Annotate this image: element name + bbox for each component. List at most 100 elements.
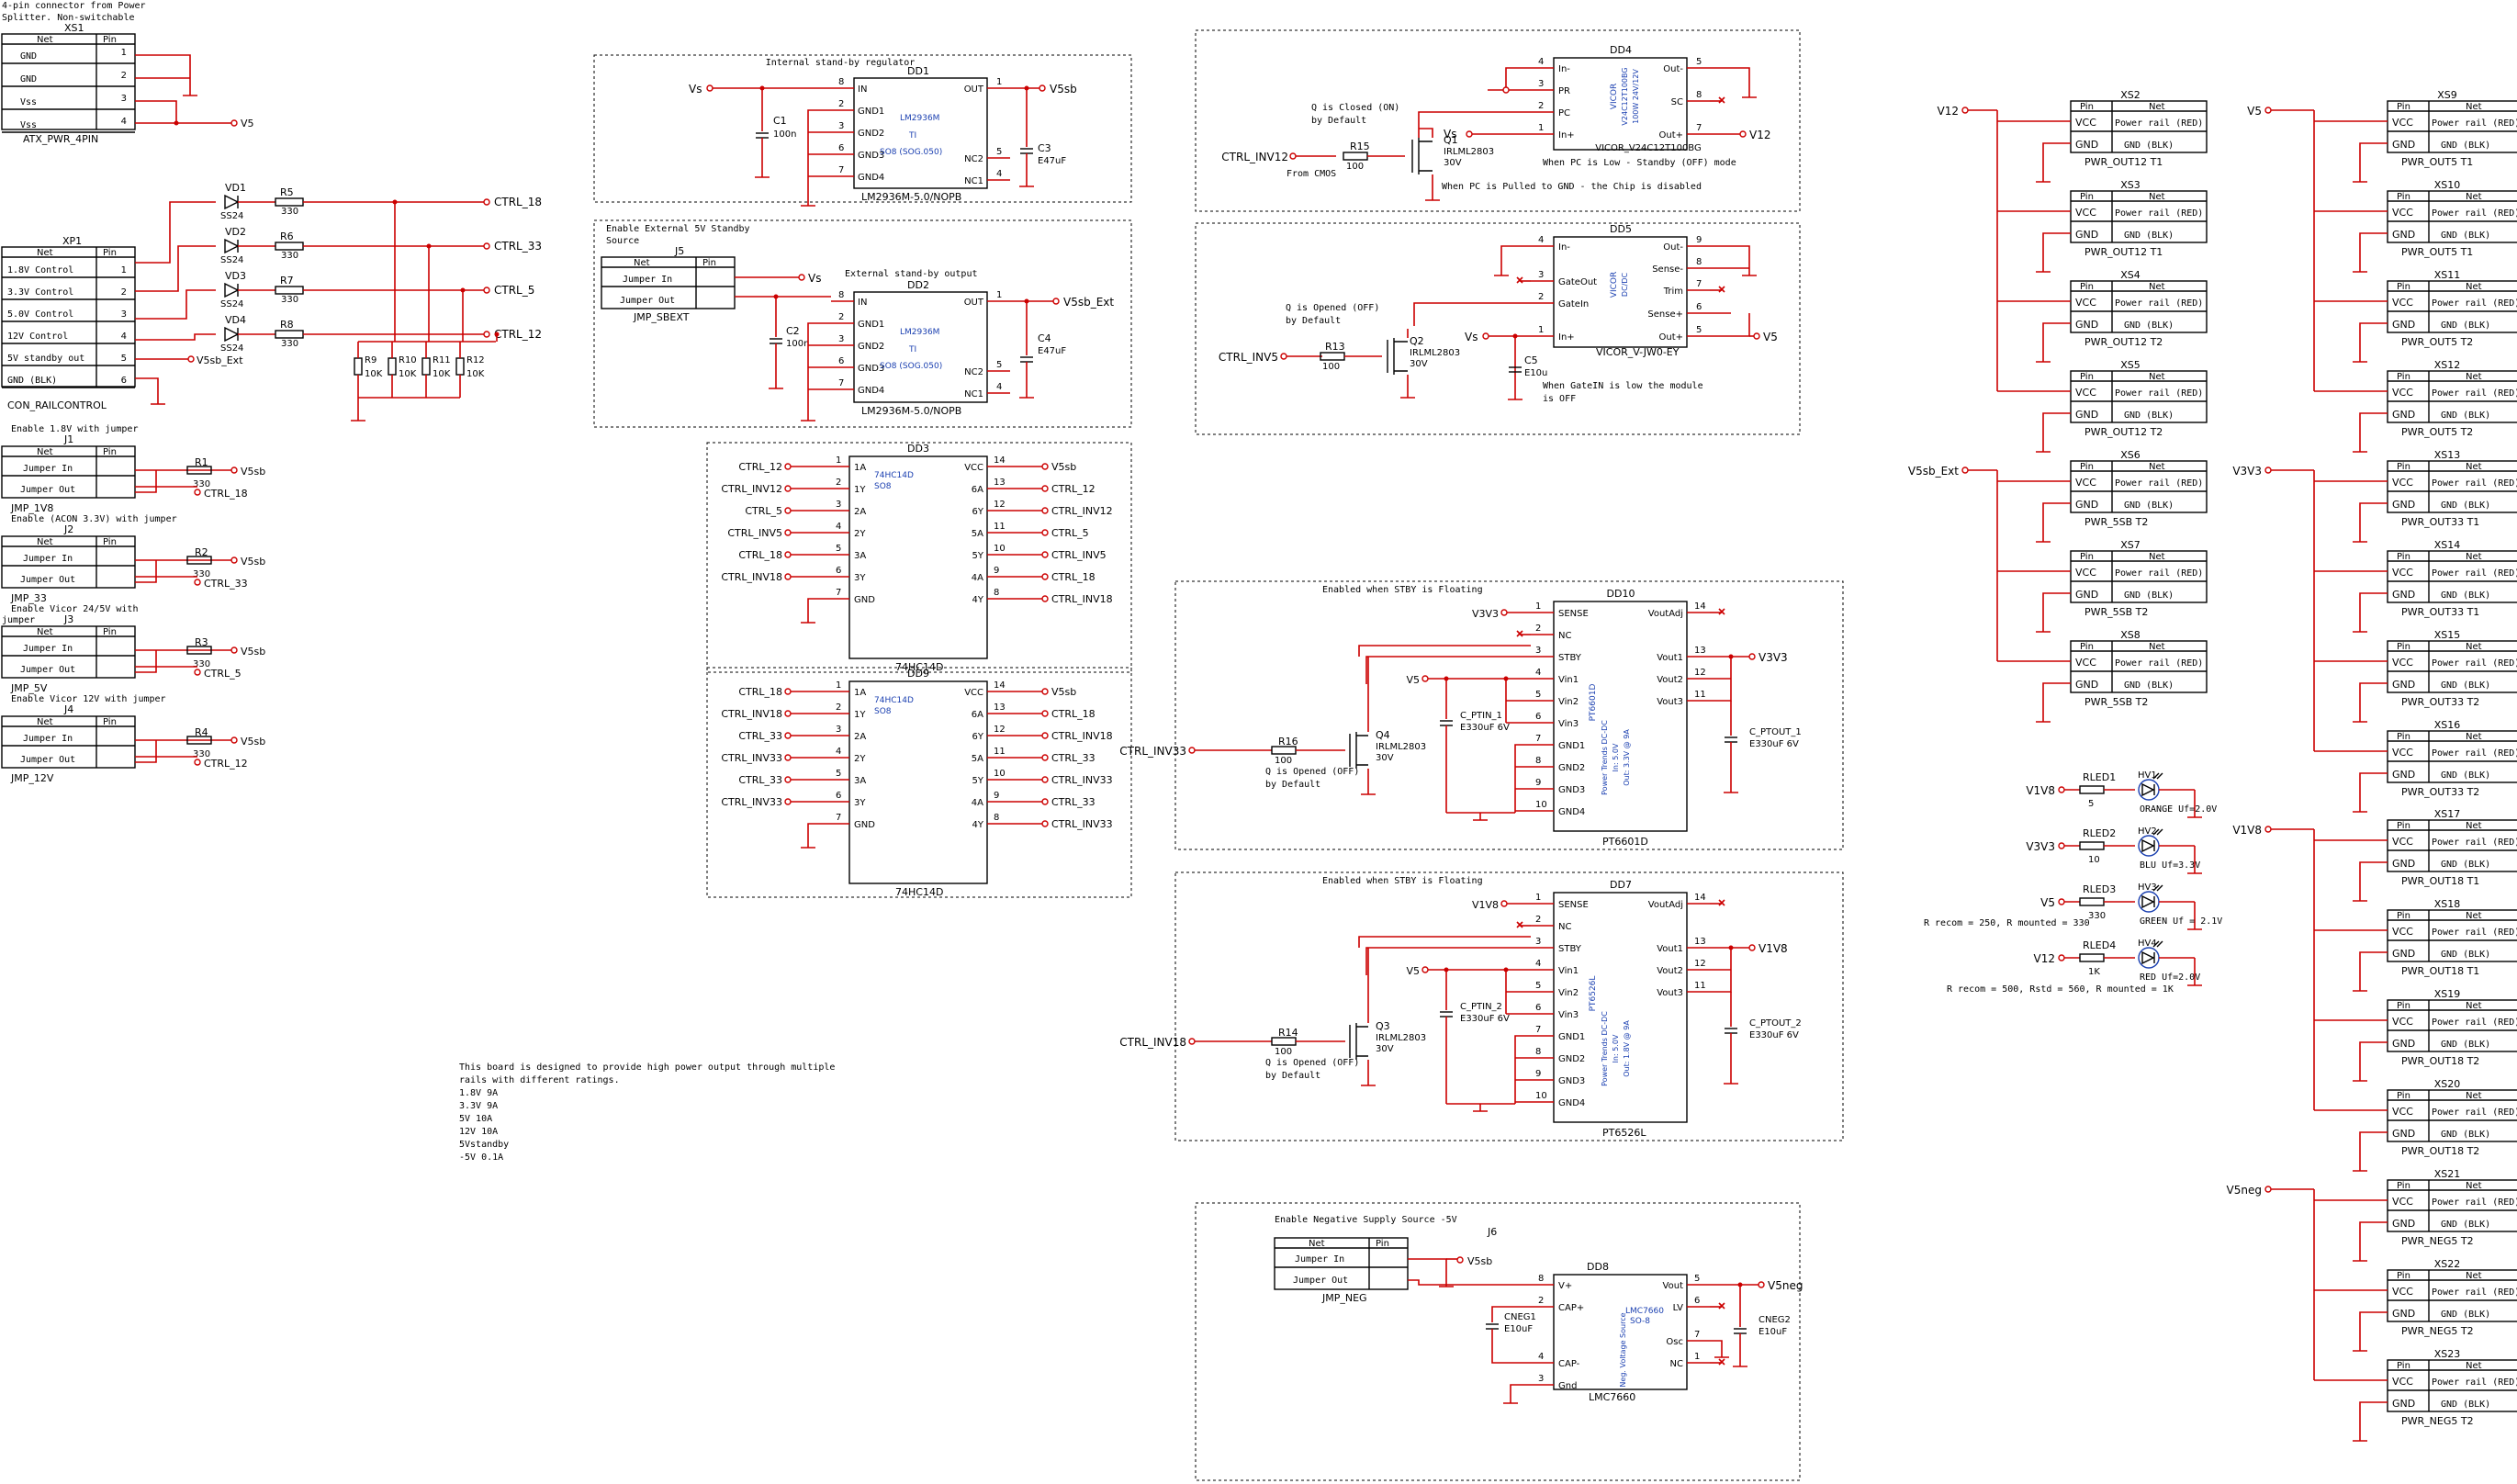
net-terminal <box>1739 130 1747 138</box>
label: E10uF <box>1759 1327 1787 1337</box>
wire <box>807 109 831 198</box>
label: V5sb_Ext <box>197 354 243 366</box>
net-terminal <box>194 579 201 586</box>
label: V3V3 <box>2026 840 2055 853</box>
label: Net <box>37 248 53 258</box>
ref-designator: R10 <box>399 355 417 365</box>
wire <box>1505 67 1531 91</box>
label: VCC <box>2392 1196 2413 1208</box>
label: V5 <box>2247 105 2262 118</box>
label: Vin1 <box>1558 675 1579 685</box>
ground-symbol <box>2353 264 2367 273</box>
note-text: by Default <box>1286 316 1341 326</box>
description-text: This board is designed to provide high p… <box>459 1062 835 1073</box>
label: PWR_NEG5 T2 <box>2401 1235 2474 1247</box>
ground-symbol <box>2036 354 2051 363</box>
output-connector-table <box>2387 1359 2517 1412</box>
label: LM2936M <box>900 114 939 123</box>
note-text: R recom = 250, R mounted = 330 <box>1924 918 2090 928</box>
net-terminal <box>1758 1281 1765 1288</box>
label: C2 <box>786 325 800 337</box>
label: RED Uf=2.0V <box>2140 972 2200 983</box>
junction-dot <box>1503 676 1509 681</box>
ground-symbol <box>1733 1359 1747 1367</box>
wire <box>135 100 231 124</box>
label: IRLML2803 <box>1410 348 1460 358</box>
resistor <box>388 357 397 376</box>
label: 2A <box>854 732 866 742</box>
label: VoutAdj <box>1648 900 1683 910</box>
net-terminal <box>2264 467 2272 474</box>
label: 8 <box>1535 1047 1541 1057</box>
label: SO-8 <box>1630 1317 1650 1326</box>
label: VCC <box>964 463 983 473</box>
label: C_PTOUT_2 <box>1749 1018 1802 1029</box>
label: 4 <box>996 169 1002 179</box>
label: V3V3 <box>2232 465 2262 478</box>
label: 330 <box>193 749 210 759</box>
label: JMP_5V <box>10 682 48 694</box>
label: Jumper Out <box>620 296 675 306</box>
label: Vss <box>20 97 37 107</box>
label: 3 <box>836 725 841 735</box>
label: Power rail (RED) <box>2432 298 2517 309</box>
wire <box>2359 1041 2388 1074</box>
ic-body <box>848 455 988 659</box>
label: VCC <box>2392 117 2413 129</box>
output-connector-table <box>2387 280 2517 333</box>
wire <box>1365 947 1531 975</box>
label: PT6601D <box>1589 684 1598 722</box>
label: 8 <box>1696 257 1702 267</box>
label: Jumper In <box>23 734 73 744</box>
net-terminal <box>784 798 792 805</box>
label: CTRL_18 <box>738 686 782 698</box>
label: 6 <box>838 356 844 366</box>
net-terminal <box>1961 467 1969 474</box>
net-terminal <box>194 759 201 766</box>
label: 4 <box>836 747 841 757</box>
ref-designator: DD8 <box>1587 1261 1609 1273</box>
label: 1 <box>1694 1352 1700 1362</box>
label: PWR_5SB T2 <box>2084 606 2148 618</box>
section-border <box>1174 580 1844 850</box>
mosfet-body <box>1418 138 1433 174</box>
label: Net <box>2466 462 2482 472</box>
nc-cross <box>1718 286 1725 293</box>
wire <box>395 202 496 334</box>
wire <box>1505 969 1531 1015</box>
label: CTRL_INV12 <box>721 483 782 495</box>
label: GND (BLK) <box>2124 141 2174 151</box>
label: 3 <box>1538 79 1544 89</box>
resistor <box>186 736 212 745</box>
label: 4 <box>996 382 1002 392</box>
ref-designator: XS11 <box>2434 269 2461 281</box>
note-text: Enable 1.8V with jumper <box>11 424 138 434</box>
wire <box>135 245 216 292</box>
label: V12 <box>2034 952 2055 965</box>
label: VCC <box>2392 297 2413 309</box>
label: GND (BLK) <box>2124 410 2174 421</box>
label: Pin <box>2080 192 2094 202</box>
net-terminal <box>230 467 238 474</box>
description-text: 3.3V 9A <box>459 1101 498 1111</box>
label: PR <box>1558 86 1570 96</box>
wire <box>2359 502 2388 534</box>
wire <box>1413 302 1531 326</box>
note-text: When PC is Low - Standby (OFF) mode <box>1543 158 1736 168</box>
section-border <box>1195 29 1801 212</box>
ref-designator: XS23 <box>2434 1348 2461 1360</box>
led-rays <box>2152 940 2163 948</box>
label: 4 <box>836 522 841 532</box>
label: 14 <box>994 455 1006 466</box>
ref-designator: RLED3 <box>2083 883 2116 895</box>
label: Vin2 <box>1558 697 1579 707</box>
net-terminal <box>784 529 792 536</box>
ref-designator: DD5 <box>1610 223 1632 235</box>
ground-symbol <box>769 381 783 389</box>
resistor <box>455 357 465 376</box>
label: V24C12T100BG <box>1621 67 1629 125</box>
label: VCC <box>2392 567 2413 579</box>
label: CTRL_INV12 <box>1051 505 1113 517</box>
label: 10K <box>433 369 451 379</box>
label: VICOR <box>1610 272 1619 298</box>
